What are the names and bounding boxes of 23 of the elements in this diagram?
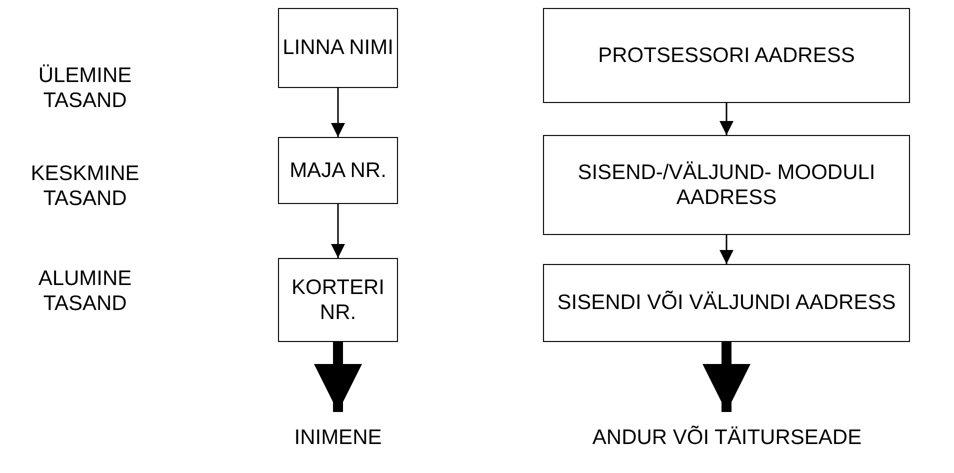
level-label: ÜLEMINE TASAND — [37, 63, 133, 114]
process-box — [543, 264, 910, 342]
process-box — [278, 258, 398, 342]
box-label: SISENDI VÕI VÄLJUNDI AADRESS — [557, 290, 896, 316]
arrow — [314, 342, 362, 412]
box-label: SISEND-/VÄLJUND- MOODULI AADRESS — [576, 160, 876, 210]
output-label: INIMENE — [294, 425, 382, 451]
box-label: LINNA NIMI — [282, 35, 394, 61]
box-label: PROTSESSORI AADRESS — [598, 42, 855, 68]
box-label: MAJA NR. — [290, 158, 386, 184]
process-box — [278, 137, 398, 204]
arrow — [331, 204, 345, 258]
level-label: ALUMINE TASAND — [37, 266, 133, 316]
process-box — [543, 8, 910, 103]
arrow — [720, 235, 734, 264]
arrow — [331, 88, 345, 137]
box-label: KORTERI NR. — [290, 274, 386, 326]
arrow — [702, 342, 750, 412]
arrow — [720, 103, 734, 135]
level-label: KESKMINE TASAND — [30, 161, 140, 212]
process-box — [543, 135, 910, 235]
process-box — [278, 8, 398, 88]
output-label: ANDUR VÕI TÄITURSEADE — [592, 425, 862, 451]
